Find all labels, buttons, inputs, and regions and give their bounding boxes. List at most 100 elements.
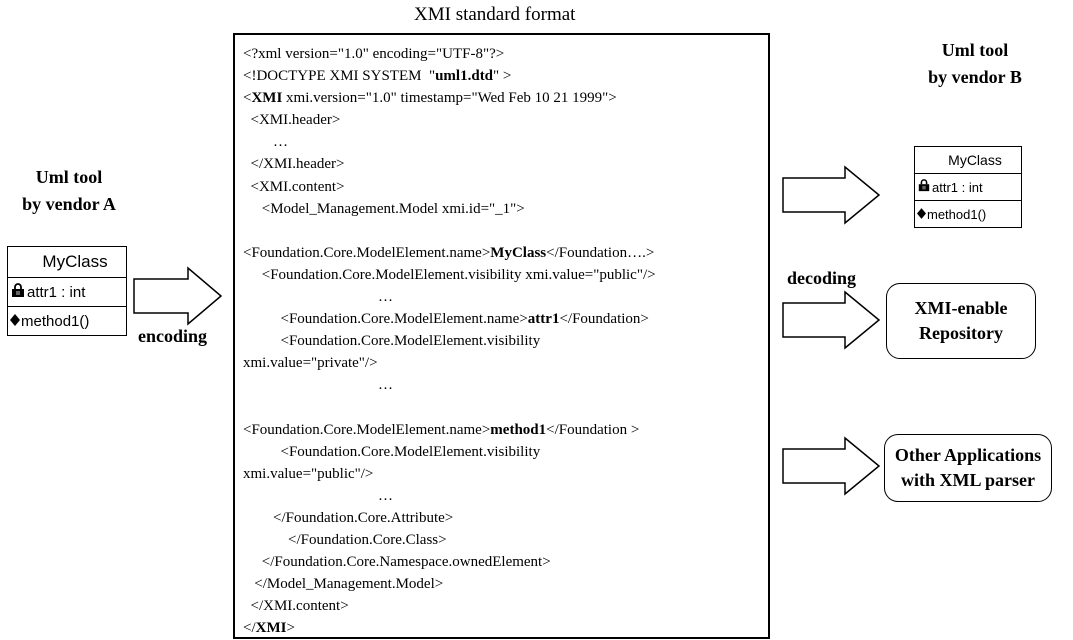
xmi-line: <Foundation.Core.ModelElement.visibility… [243,264,768,286]
xmi-line-text: … [243,487,393,504]
private-attribute-icon [917,179,931,195]
xmi-line-bold: method1 [490,421,547,438]
vendor-b-method-row: method1() [915,200,1021,227]
xmi-line-text: xmi.value="private"/> [243,355,378,372]
decoding-label: decoding [787,268,857,288]
vendor-b-method: method1() [927,206,987,222]
xmi-line-text: <Foundation.Core.ModelElement.visibility [243,443,541,460]
vendor-b-attribute: attr1 : int [932,179,983,195]
xmi-line: </Model_Management.Model> [243,573,768,595]
xmi-line-text: </Foundation….> [546,244,655,261]
xmi-line-text: xmi.version="1.0" timestamp="Wed Feb 10 … [282,90,617,107]
xmi-line-text: <Foundation.Core.ModelElement.name> [243,421,491,438]
diagram-title: XMI standard format [414,4,576,25]
xmi-line: </XMI> [243,617,768,639]
vendor-a-attribute: attr1 : int [27,283,86,301]
vendor-b-class-box: MyClass attr1 : int method1() [914,146,1022,228]
xmi-line-text: xmi.value="public"/> [243,465,374,482]
xmi-line-text: </XMI.content> [243,598,349,615]
vendor-a-heading-line2: by vendor A [22,194,116,214]
xmi-repository-box: XMI-enable Repository [886,283,1036,359]
vendor-b-heading: Uml tool by vendor B [900,37,1050,91]
vendor-b-heading-line2: by vendor B [928,67,1022,87]
xmi-line-text: </Foundation.Core.Namespace.ownedElement… [243,554,551,571]
xmi-line-text: " > [493,68,512,85]
vendor-a-attribute-row: attr1 : int [8,278,126,306]
vendor-a-class-name: MyClass [8,247,126,278]
xmi-line-text: > [286,620,295,637]
vendor-a-heading-line1: Uml tool [35,167,103,187]
xmi-line: <?xml version="1.0" encoding="UTF-8"?> [243,43,768,65]
public-method-icon [917,207,926,222]
xmi-line-text: </Foundation > [546,421,640,438]
other-applications-box: Other Applications with XML parser [884,434,1052,502]
xmi-line: </Foundation.Core.Attribute> [243,507,768,529]
xmi-line-text: <XMI.header> [243,112,341,129]
xmi-line: <XMI.header> [243,109,768,131]
xmi-line-text: </Foundation> [559,311,649,328]
vendor-b-attribute-row: attr1 : int [915,174,1021,200]
arrow-to-applications-icon [782,436,881,496]
xmi-line: </Foundation.Core.Namespace.ownedElement… [243,551,768,573]
xmi-line [243,220,768,242]
applications-line2: with XML parser [900,470,1035,490]
xmi-line-text: <!DOCTYPE XMI SYSTEM " [243,68,436,85]
xmi-line [243,397,768,419]
xmi-line: </Foundation.Core.Class> [243,529,768,551]
vendor-a-method: method1() [21,312,90,330]
xmi-line: <Foundation.Core.ModelElement.name>metho… [243,419,768,441]
xmi-line: xmi.value="private"/> [243,352,768,374]
vendor-a-method-row: method1() [8,306,126,335]
xmi-line: … [243,374,768,396]
private-attribute-icon [10,282,26,302]
repository-line2: Repository [919,323,1003,343]
xmi-line-bold: MyClass [490,244,547,261]
xmi-line: <XMI xmi.version="1.0" timestamp="Wed Fe… [243,87,768,109]
xmi-line-text: < [243,90,252,107]
xmi-line: <Foundation.Core.ModelElement.name>attr1… [243,308,768,330]
xmi-line: </XMI.header> [243,153,768,175]
applications-line1: Other Applications [894,445,1042,465]
xmi-line-text: <Foundation.Core.ModelElement.name> [243,244,491,261]
xmi-line: <XMI.content> [243,176,768,198]
xmi-line-bold: attr1 [527,311,560,328]
encoding-label: encoding [138,326,208,346]
xmi-line-text: </Foundation.Core.Class> [243,532,447,549]
xmi-code-block: <?xml version="1.0" encoding="UTF-8"?> <!… [235,35,768,640]
xmi-line-text: <?xml version="1.0" encoding="UTF-8"?> [243,46,505,62]
xmi-line: <Foundation.Core.ModelElement.visibility [243,330,768,352]
xmi-line: … [243,286,768,308]
xmi-line-text: </Foundation.Core.Attribute> [243,509,454,526]
xmi-line-text: … [243,134,288,151]
vendor-b-class-name: MyClass [915,147,1021,174]
xmi-line: <!DOCTYPE XMI SYSTEM "uml1.dtd" > [243,65,768,87]
xmi-document: <?xml version="1.0" encoding="UTF-8"?> <!… [233,33,770,639]
xmi-line: <Model_Management.Model xmi.id="_1"> [243,198,768,220]
xmi-line-text: … [243,377,393,394]
repository-line1: XMI-enable [914,298,1008,318]
arrow-to-vendor-b-icon [782,165,881,225]
xmi-line-text: </ [243,620,256,637]
xmi-line: … [243,131,768,153]
xmi-line-text: <XMI.content> [243,178,345,195]
xmi-line-text: … [243,289,393,306]
xmi-line-bold: uml1.dtd [435,68,494,85]
xmi-line: <Foundation.Core.ModelElement.visibility [243,441,768,463]
xmi-line-text: <Foundation.Core.ModelElement.visibility [243,333,541,350]
xmi-line-text: </Model_Management.Model> [243,576,444,593]
vendor-b-heading-line1: Uml tool [941,40,1009,60]
xmi-line-text: <Model_Management.Model xmi.id="_1"> [243,200,525,217]
public-method-icon [10,313,20,330]
xmi-line: </XMI.content> [243,595,768,617]
xmi-line-bold: XMI [251,90,283,107]
xmi-line-text: </XMI.header> [243,156,345,173]
xmi-line: xmi.value="public"/> [243,463,768,485]
xmi-line: <Foundation.Core.ModelElement.name>MyCla… [243,242,768,264]
xmi-line-text: <Foundation.Core.ModelElement.visibility… [243,266,656,283]
arrow-to-repository-icon [782,290,881,350]
vendor-a-class-box: MyClass attr1 : int method1() [7,246,127,336]
xmi-line: … [243,485,768,507]
encoding-arrow-icon [133,266,223,326]
xmi-line-text: <Foundation.Core.ModelElement.name> [243,311,528,328]
vendor-a-heading: Uml tool by vendor A [4,164,134,218]
